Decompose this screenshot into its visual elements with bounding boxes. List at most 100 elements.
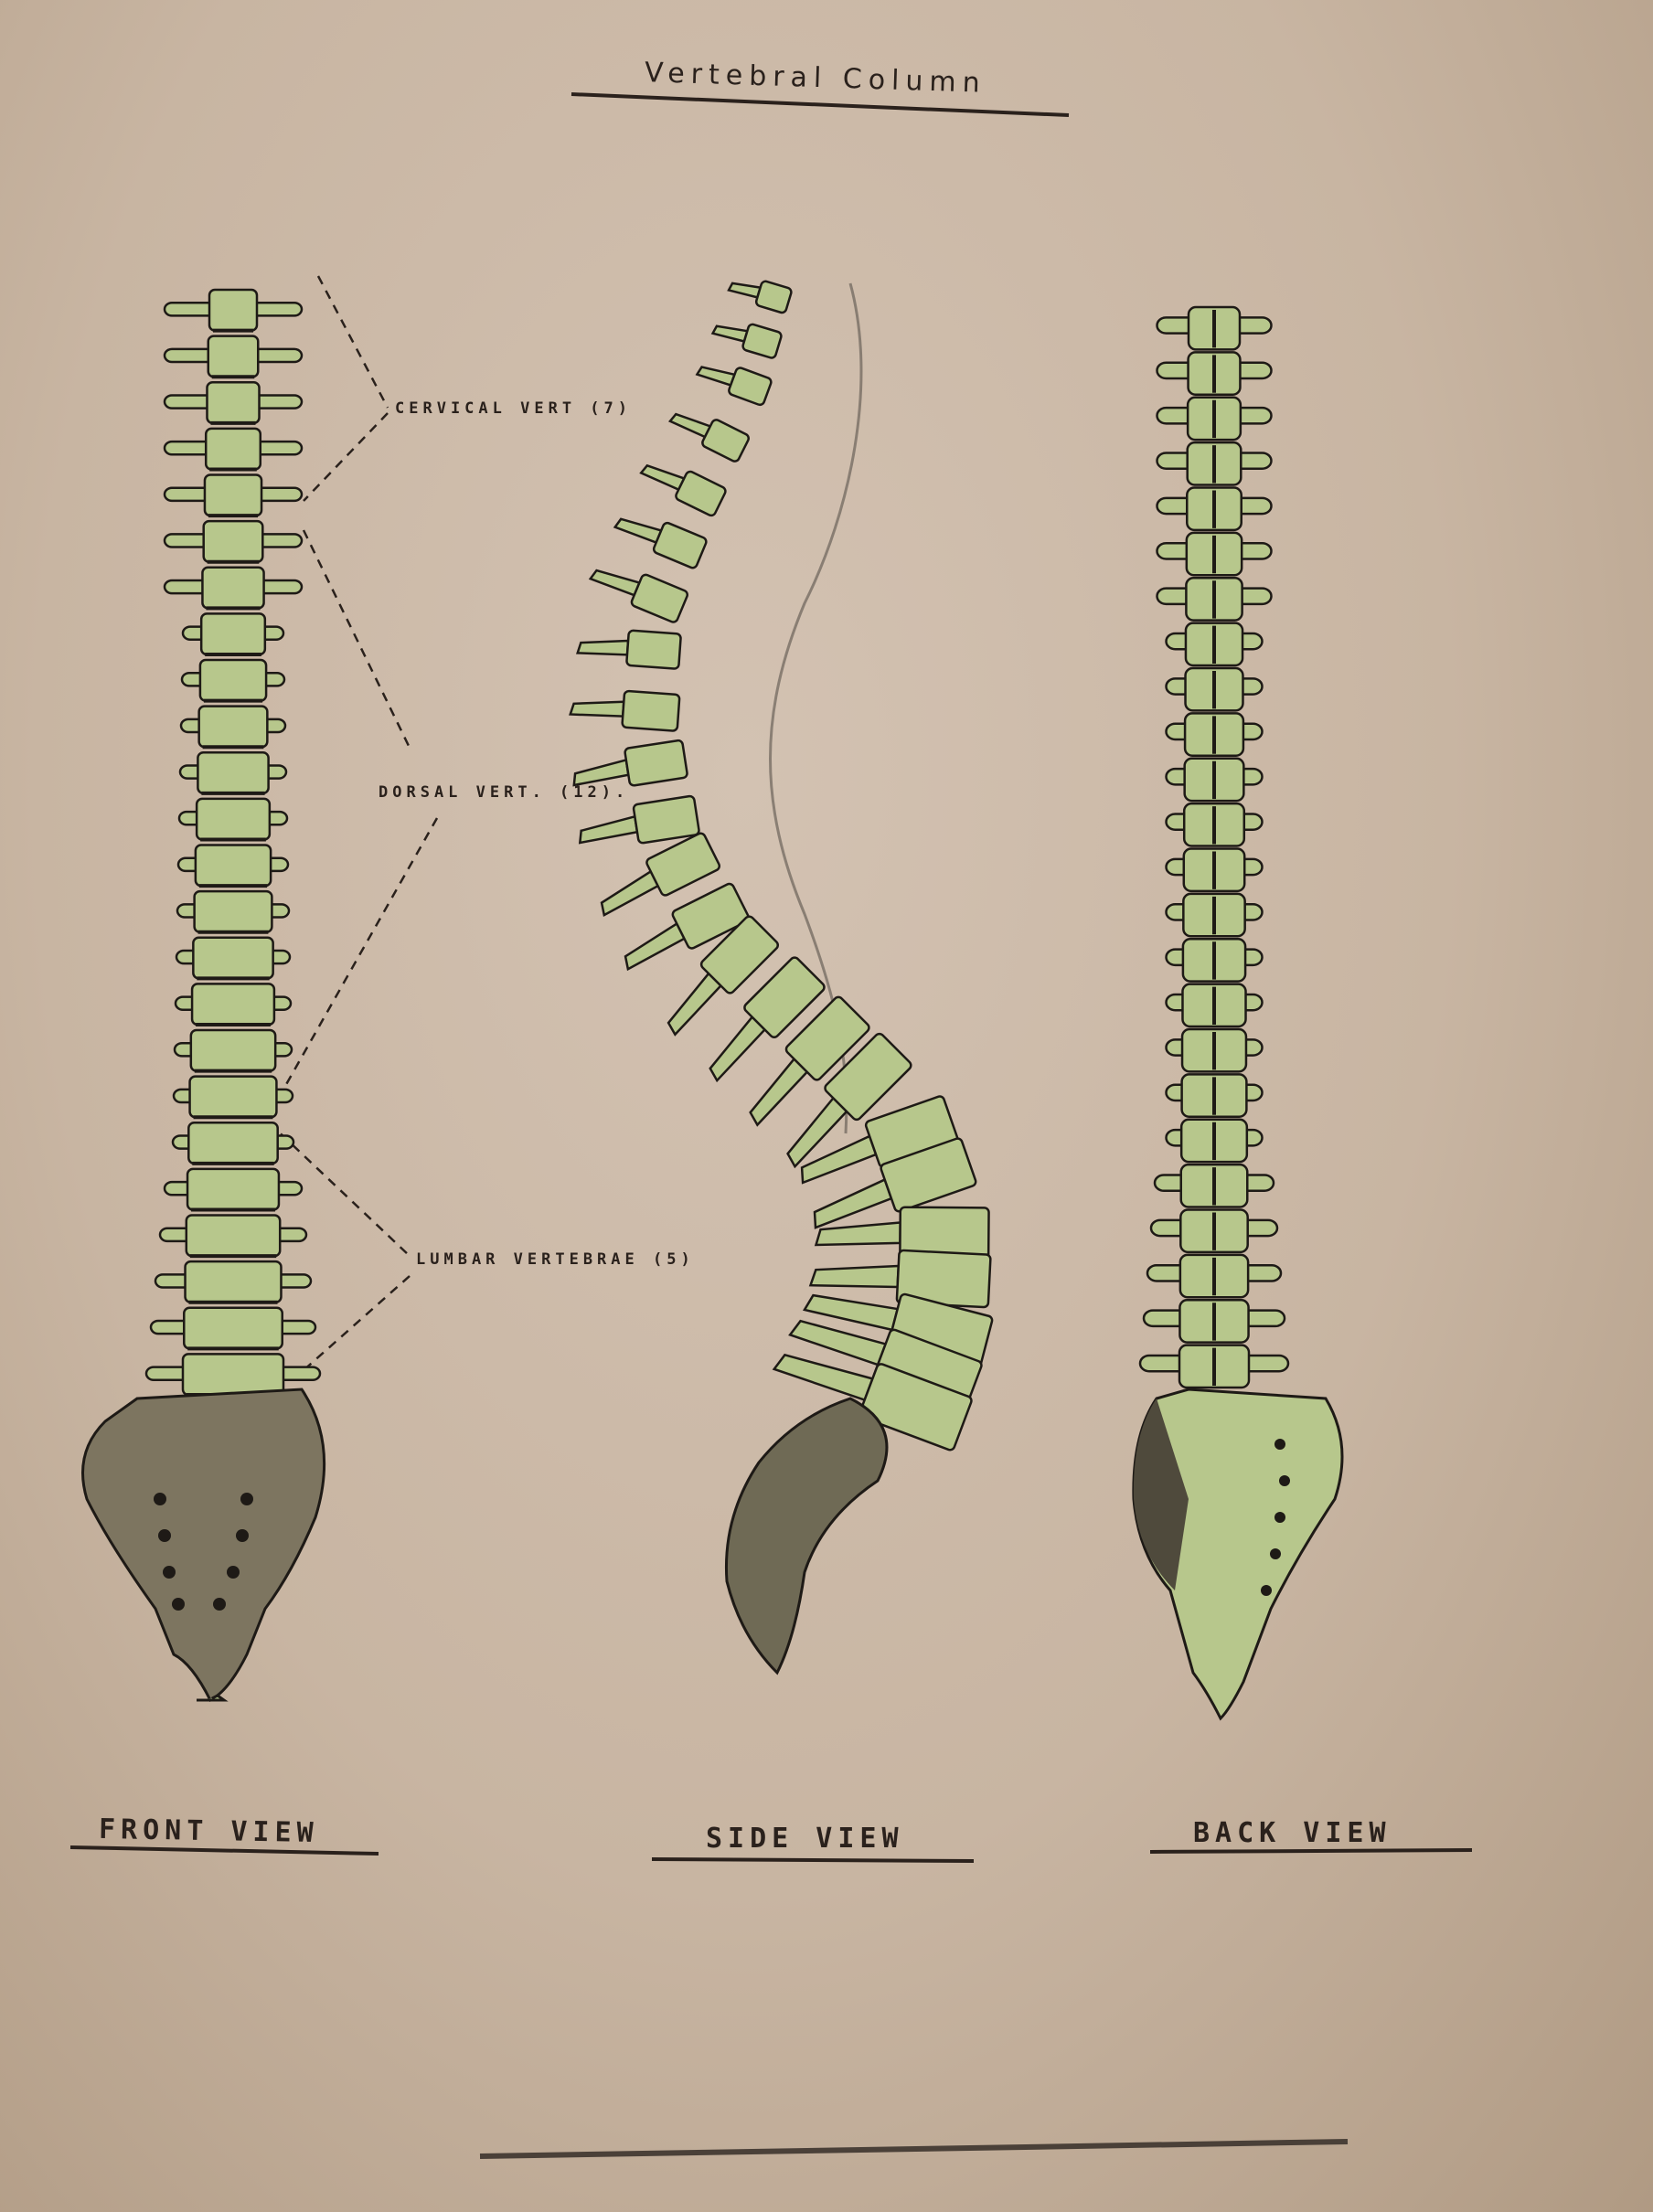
spinous-process: [588, 569, 642, 597]
spinous-process: [667, 412, 712, 439]
sacral-foramen: [158, 1529, 171, 1542]
vertebral-body: [632, 794, 700, 845]
vertebra: [185, 1214, 282, 1258]
vertebral-body: [645, 832, 721, 897]
spinous-process: [639, 463, 686, 492]
spinous-process: [613, 517, 663, 545]
label-lumbar-vertebrae: LUMBAR VERTEBRAE (5): [416, 1250, 695, 1269]
vertebra: [572, 739, 688, 787]
vertebral-body: [621, 689, 681, 732]
vertebra: [198, 658, 268, 702]
sacral-foramen: [1270, 1548, 1281, 1559]
sacral-foramen: [227, 1566, 240, 1579]
sacral-foramen: [163, 1566, 176, 1579]
vertebra: [206, 381, 261, 425]
spinous-process: [667, 972, 723, 1037]
dashed-leader-dorsal-top: [302, 529, 411, 749]
label-back-view: BACK VIEW: [1193, 1817, 1392, 1849]
back-view-spine: [1132, 305, 1344, 1721]
title-underline: [571, 92, 1070, 117]
sacral-foramen: [1274, 1512, 1285, 1523]
vertebra: [808, 1249, 992, 1309]
spinous-process: [624, 921, 687, 972]
vertebral-body: [625, 629, 682, 670]
spinous-process: [576, 639, 630, 656]
vertebral-body: [741, 323, 783, 359]
front-view-spine: [81, 288, 326, 1703]
vertebral-body: [652, 521, 708, 569]
vertebra: [202, 519, 264, 563]
vertebra: [814, 1206, 990, 1260]
sacral-foramen: [1274, 1439, 1285, 1450]
sacrum: [81, 1388, 326, 1703]
dashed-leader-dorsal-bottom: [267, 817, 439, 1116]
vertebra: [183, 1306, 283, 1350]
vertebra: [181, 1353, 285, 1397]
back-view-underline: [1149, 1848, 1473, 1854]
vertebra: [184, 1260, 283, 1303]
vertebra: [695, 366, 773, 407]
vertebral-body: [754, 280, 793, 314]
vertebra: [186, 1167, 281, 1211]
vertebra: [667, 412, 750, 463]
vertebra: [813, 1137, 977, 1229]
vertebral-body: [675, 470, 727, 517]
sacrum-shading: [1133, 1398, 1189, 1590]
vertebra: [195, 797, 272, 841]
vertebra: [639, 463, 727, 517]
label-cervical-vertebrae: CERVICAL VERT (7): [395, 399, 632, 418]
vertebra: [208, 288, 259, 332]
vertebra: [201, 566, 265, 610]
vertebra: [710, 323, 783, 359]
label-dorsal-vertebrae: DORSAL VERT. (12).: [379, 783, 630, 802]
spinous-process: [710, 324, 749, 343]
sacral-foramen: [1261, 1585, 1272, 1596]
label-front-view: FRONT VIEW: [98, 1813, 319, 1850]
coccyx: [197, 1694, 229, 1702]
spinous-process: [600, 869, 660, 917]
vertebral-body: [880, 1137, 977, 1213]
vertebra: [727, 280, 793, 314]
vertebral-body: [701, 419, 750, 463]
vertebra: [667, 915, 780, 1037]
sacral-foramen: [236, 1529, 249, 1542]
vertebra: [578, 794, 700, 845]
sacral-foramen: [213, 1598, 226, 1611]
vertebra: [193, 889, 273, 933]
spinous-process: [813, 1177, 893, 1229]
vertebral-body: [743, 956, 826, 1038]
vertebra: [189, 1028, 277, 1072]
vertebra: [197, 751, 270, 795]
side-view-spine: [569, 280, 994, 1675]
vertebra: [207, 335, 260, 378]
spinous-process: [709, 1015, 767, 1083]
vertebra: [772, 1353, 973, 1452]
vertebra: [786, 1032, 912, 1169]
vertebral-body: [671, 882, 750, 950]
spinous-process: [808, 1264, 901, 1289]
vertebral-body: [630, 573, 689, 623]
spinous-process: [695, 366, 737, 388]
dashed-leader-cervical-top: [316, 275, 389, 409]
vertebra: [187, 1122, 279, 1165]
vertebral-body: [858, 1363, 973, 1452]
spinous-process: [727, 282, 763, 299]
vertebra: [624, 882, 750, 972]
vertebra: [197, 705, 269, 749]
vertebra: [709, 956, 826, 1083]
bottom-rule: [479, 2139, 1349, 2159]
label-side-view: SIDE VIEW: [706, 1823, 904, 1855]
spinous-process: [578, 814, 639, 845]
sacral-foramen: [172, 1598, 185, 1611]
spinous-process: [572, 758, 630, 787]
vertebral-body: [824, 1032, 912, 1122]
vertebral-body: [624, 739, 688, 787]
spinous-process: [569, 700, 625, 718]
vertebra: [194, 844, 272, 888]
vertebra: [613, 517, 708, 569]
vertebra: [576, 629, 682, 670]
vertebra: [192, 936, 274, 980]
vertebra: [203, 473, 263, 517]
sacral-foramen: [1279, 1475, 1290, 1486]
